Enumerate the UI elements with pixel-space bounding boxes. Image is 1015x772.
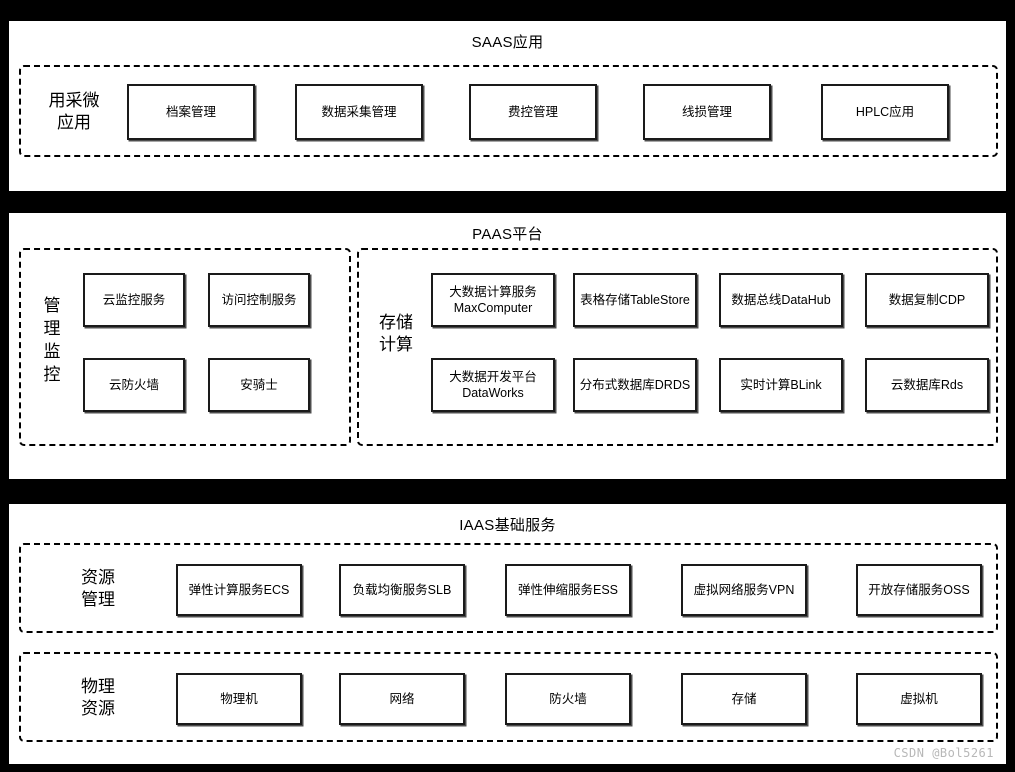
iaas-box-oss[interactable]: 开放存储服务OSS <box>856 564 982 616</box>
paas-storage-group-label: 存储 计算 <box>379 313 413 354</box>
iaas-panel: IAAS基础服务 资源 管理 弹性计算服务ECS 负载均衡服务SLB 弹性伸缩服… <box>8 503 1007 765</box>
saas-panel-title: SAAS应用 <box>471 34 544 51</box>
saas-application-group: 用采微 应用 档案管理 数据采集管理 费控管理 线损管理 HPLC应用 <box>19 65 998 157</box>
iaas-resource-management-group: 资源 管理 弹性计算服务ECS 负载均衡服务SLB 弹性伸缩服务ESS 虚拟网络… <box>19 543 998 633</box>
paas-box-access-control-service[interactable]: 访问控制服务 <box>208 273 310 327</box>
csdn-watermark: CSDN @Bol5261 <box>893 746 994 760</box>
iaas-box-ecs[interactable]: 弹性计算服务ECS <box>176 564 302 616</box>
saas-box-archive-management[interactable]: 档案管理 <box>127 84 255 140</box>
paas-box-tablestore[interactable]: 表格存储TableStore <box>573 273 697 327</box>
paas-box-cdp[interactable]: 数据复制CDP <box>865 273 989 327</box>
paas-box-blink[interactable]: 实时计算BLink <box>719 358 843 412</box>
paas-box-maxcomputer[interactable]: 大数据计算服务 MaxComputer <box>431 273 555 327</box>
paas-box-datahub[interactable]: 数据总线DataHub <box>719 273 843 327</box>
iaas-box-physical-machine[interactable]: 物理机 <box>176 673 302 725</box>
paas-box-dataworks[interactable]: 大数据开发平台 DataWorks <box>431 358 555 412</box>
iaas-resource-group-label: 资源 管理 <box>81 568 115 609</box>
paas-box-cloud-firewall[interactable]: 云防火墙 <box>83 358 185 412</box>
paas-panel-title: PAAS平台 <box>472 226 543 243</box>
iaas-box-network[interactable]: 网络 <box>339 673 465 725</box>
iaas-panel-title: IAAS基础服务 <box>459 517 556 534</box>
iaas-physical-group-label: 物理 资源 <box>81 677 115 718</box>
paas-box-anqishi[interactable]: 安骑士 <box>208 358 310 412</box>
paas-management-group-label: 管 理 监 控 <box>43 296 61 384</box>
saas-box-data-collection-management[interactable]: 数据采集管理 <box>295 84 423 140</box>
iaas-box-firewall[interactable]: 防火墙 <box>505 673 631 725</box>
paas-panel: PAAS平台 管 理 监 控 云监控服务 访问控制服务 云防火墙 安骑士 存储 … <box>8 212 1007 480</box>
paas-box-cloud-monitor-service[interactable]: 云监控服务 <box>83 273 185 327</box>
iaas-box-slb[interactable]: 负载均衡服务SLB <box>339 564 465 616</box>
paas-box-drds[interactable]: 分布式数据库DRDS <box>573 358 697 412</box>
saas-box-line-loss-management[interactable]: 线损管理 <box>643 84 771 140</box>
paas-storage-compute-group: 存储 计算 大数据计算服务 MaxComputer 表格存储TableStore… <box>357 248 998 446</box>
iaas-box-virtual-machine[interactable]: 虚拟机 <box>856 673 982 725</box>
saas-group-label: 用采微 应用 <box>48 91 100 132</box>
iaas-box-ess[interactable]: 弹性伸缩服务ESS <box>505 564 631 616</box>
saas-box-hplc-application[interactable]: HPLC应用 <box>821 84 949 140</box>
paas-management-monitoring-group: 管 理 监 控 云监控服务 访问控制服务 云防火墙 安骑士 <box>19 248 351 446</box>
iaas-physical-resource-group: 物理 资源 物理机 网络 防火墙 存储 虚拟机 <box>19 652 998 742</box>
saas-panel: SAAS应用 用采微 应用 档案管理 数据采集管理 费控管理 线损管理 HPLC… <box>8 20 1007 192</box>
iaas-box-vpn[interactable]: 虚拟网络服务VPN <box>681 564 807 616</box>
saas-box-fee-control-management[interactable]: 费控管理 <box>469 84 597 140</box>
iaas-box-storage[interactable]: 存储 <box>681 673 807 725</box>
paas-box-rds[interactable]: 云数据库Rds <box>865 358 989 412</box>
